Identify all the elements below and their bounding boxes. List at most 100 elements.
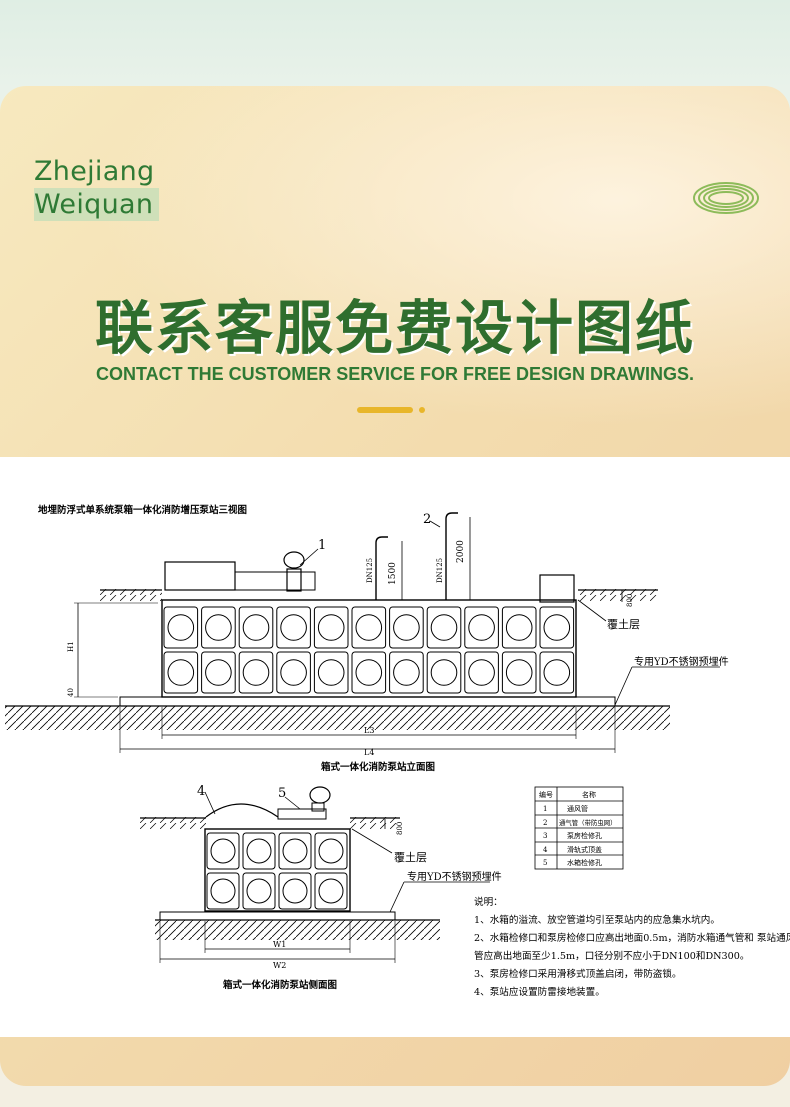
dim-1500: 1500 bbox=[388, 562, 398, 585]
tank-panel bbox=[238, 651, 274, 694]
side-tank-panels bbox=[206, 832, 348, 910]
tank-panel bbox=[389, 606, 424, 649]
note-line-1: 1、水箱的溢流、放空管道均引至泵站内的应急集水坑内。 bbox=[474, 914, 720, 926]
tank-panel-boss bbox=[430, 614, 458, 641]
tank-panel-boss bbox=[246, 838, 272, 864]
legend-row-3-name: 泵房检修孔 bbox=[567, 831, 602, 840]
tank-panel-boss bbox=[167, 659, 195, 686]
note-line-3: 管应高出地面至少1.5m，口径分别不应小于DN100和DN300。 bbox=[474, 950, 749, 962]
dim-2000: 2000 bbox=[456, 540, 466, 563]
note-line-5: 4、泵站应设置防雷接地装置。 bbox=[474, 986, 605, 998]
note-line-2: 2、水箱检修口和泵房检修口应高出地面0.5m，消防水箱通气管和 泵站通风 bbox=[474, 932, 790, 944]
tank-panel bbox=[314, 872, 348, 910]
drawing-canvas: 地埋防浮式单系统泵箱一体化消防增压泵站三视图 bbox=[5, 504, 790, 998]
tank-panel-boss bbox=[242, 659, 270, 686]
dim-40: 40 bbox=[67, 688, 75, 697]
card-glow bbox=[0, 86, 790, 466]
tank-panel-boss bbox=[205, 614, 232, 641]
brand-line-1: Zhejiang bbox=[34, 156, 155, 187]
tank-panel bbox=[389, 651, 424, 694]
dim-w2: W2 bbox=[273, 961, 286, 970]
tank-panel bbox=[351, 606, 387, 649]
tank-panel bbox=[501, 606, 537, 649]
tank-panel-boss bbox=[167, 614, 195, 641]
front-view bbox=[5, 512, 720, 753]
tank-panel-boss bbox=[318, 878, 344, 904]
tank-panel-boss bbox=[210, 878, 236, 904]
tank-panel-boss bbox=[210, 838, 236, 864]
tank-panel-boss bbox=[505, 614, 533, 641]
label-number-2: 2 bbox=[423, 512, 431, 527]
tank-panel-boss bbox=[468, 659, 495, 686]
label-backfill-side: 覆土层 bbox=[394, 851, 427, 864]
tank-panel bbox=[539, 651, 575, 694]
label-embed-side: 专用YD不锈钢预埋件 bbox=[407, 870, 502, 883]
tank-panel bbox=[314, 832, 348, 870]
notes-title: 说明： bbox=[474, 896, 503, 908]
tank-panel bbox=[426, 651, 462, 694]
notes: 说明： 1、水箱的溢流、放空管道均引至泵站内的应急集水坑内。 2、水箱检修口和泵… bbox=[474, 896, 790, 998]
tank-panel-boss bbox=[282, 878, 308, 904]
legend-row-5-no: 5 bbox=[543, 859, 547, 867]
front-labels: 1 2 1500 2000 DN125 DN125 800 覆土层 专用YD不锈… bbox=[67, 512, 729, 773]
legend-row-1-no: 1 bbox=[543, 805, 547, 813]
tank-panel bbox=[242, 832, 276, 870]
brand-line-2: Weiquan bbox=[34, 188, 160, 221]
accent-dot bbox=[419, 407, 425, 413]
legend-row-4-no: 4 bbox=[543, 846, 548, 854]
tank-panel-boss bbox=[280, 659, 307, 686]
drawing-title: 地埋防浮式单系统泵箱一体化消防增压泵站三视图 bbox=[38, 504, 247, 516]
label-number-1: 1 bbox=[318, 538, 326, 553]
tank-panel-boss bbox=[543, 659, 571, 686]
tank-panel bbox=[351, 651, 387, 694]
legend-row-5-name: 水箱检修孔 bbox=[567, 858, 602, 867]
label-embed-front: 专用YD不锈钢预埋件 bbox=[634, 655, 729, 668]
legend-header-no: 编号 bbox=[539, 790, 553, 799]
tank-panel bbox=[539, 606, 575, 649]
label-backfill-front: 覆土层 bbox=[607, 618, 640, 631]
tank-panel bbox=[242, 872, 276, 910]
tank-panel-boss bbox=[543, 614, 571, 641]
tank-panel bbox=[426, 606, 462, 649]
label-number-4: 4 bbox=[197, 784, 205, 799]
tank-panel-boss bbox=[393, 614, 420, 641]
tank-panel bbox=[206, 872, 240, 910]
tank-panel-boss bbox=[393, 659, 420, 686]
dim-l4: L4 bbox=[364, 748, 374, 757]
tank-panel-boss bbox=[205, 659, 232, 686]
subheadline: CONTACT THE CUSTOMER SERVICE FOR FREE DE… bbox=[95, 364, 695, 384]
tank-panel bbox=[464, 651, 499, 694]
side-labels: 4 5 800 覆土层 专用YD不锈钢预埋件 W1 W2 箱式一体化消防泵站侧面… bbox=[197, 784, 502, 991]
label-number-5: 5 bbox=[278, 786, 286, 801]
accent-dash bbox=[357, 407, 413, 413]
tank-panel bbox=[313, 606, 349, 649]
tank-panel-boss bbox=[505, 659, 533, 686]
rings-logo-icon bbox=[693, 182, 759, 214]
legend-table: 编号 名称 1 通风管 2 通气管（带防虫网） 3 泵房检修孔 4 滑轨式顶盖 … bbox=[534, 786, 624, 870]
dim-dn125-b: DN125 bbox=[436, 558, 444, 583]
front-caption: 箱式一体化消防泵站立面图 bbox=[320, 761, 435, 773]
tank-panel bbox=[238, 606, 274, 649]
tank-panel bbox=[464, 606, 499, 649]
tank-panel bbox=[276, 606, 311, 649]
dim-800-side: 800 bbox=[396, 822, 404, 835]
tank-panel bbox=[278, 872, 312, 910]
legend-header-name: 名称 bbox=[582, 790, 596, 799]
tank-panel-boss bbox=[242, 614, 270, 641]
legend-row-1-name: 通风管 bbox=[567, 804, 588, 813]
side-caption: 箱式一体化消防泵站侧面图 bbox=[222, 979, 337, 991]
tank-panel bbox=[278, 832, 312, 870]
tank-panel bbox=[206, 832, 240, 870]
tank-panel-boss bbox=[246, 878, 272, 904]
legend-row-2-name: 通气管（带防虫网） bbox=[559, 818, 617, 827]
front-tank-panels bbox=[163, 606, 575, 694]
side-view bbox=[140, 786, 490, 963]
tank-panel-boss bbox=[468, 614, 495, 641]
tank-panel bbox=[201, 606, 236, 649]
brand-name: Zhejiang Weiquan bbox=[34, 155, 160, 221]
tank-panel-boss bbox=[430, 659, 458, 686]
tank-panel bbox=[163, 606, 199, 649]
dim-800-front: 800 bbox=[626, 594, 634, 607]
tank-panel-boss bbox=[317, 614, 345, 641]
dim-w1: W1 bbox=[273, 940, 286, 949]
